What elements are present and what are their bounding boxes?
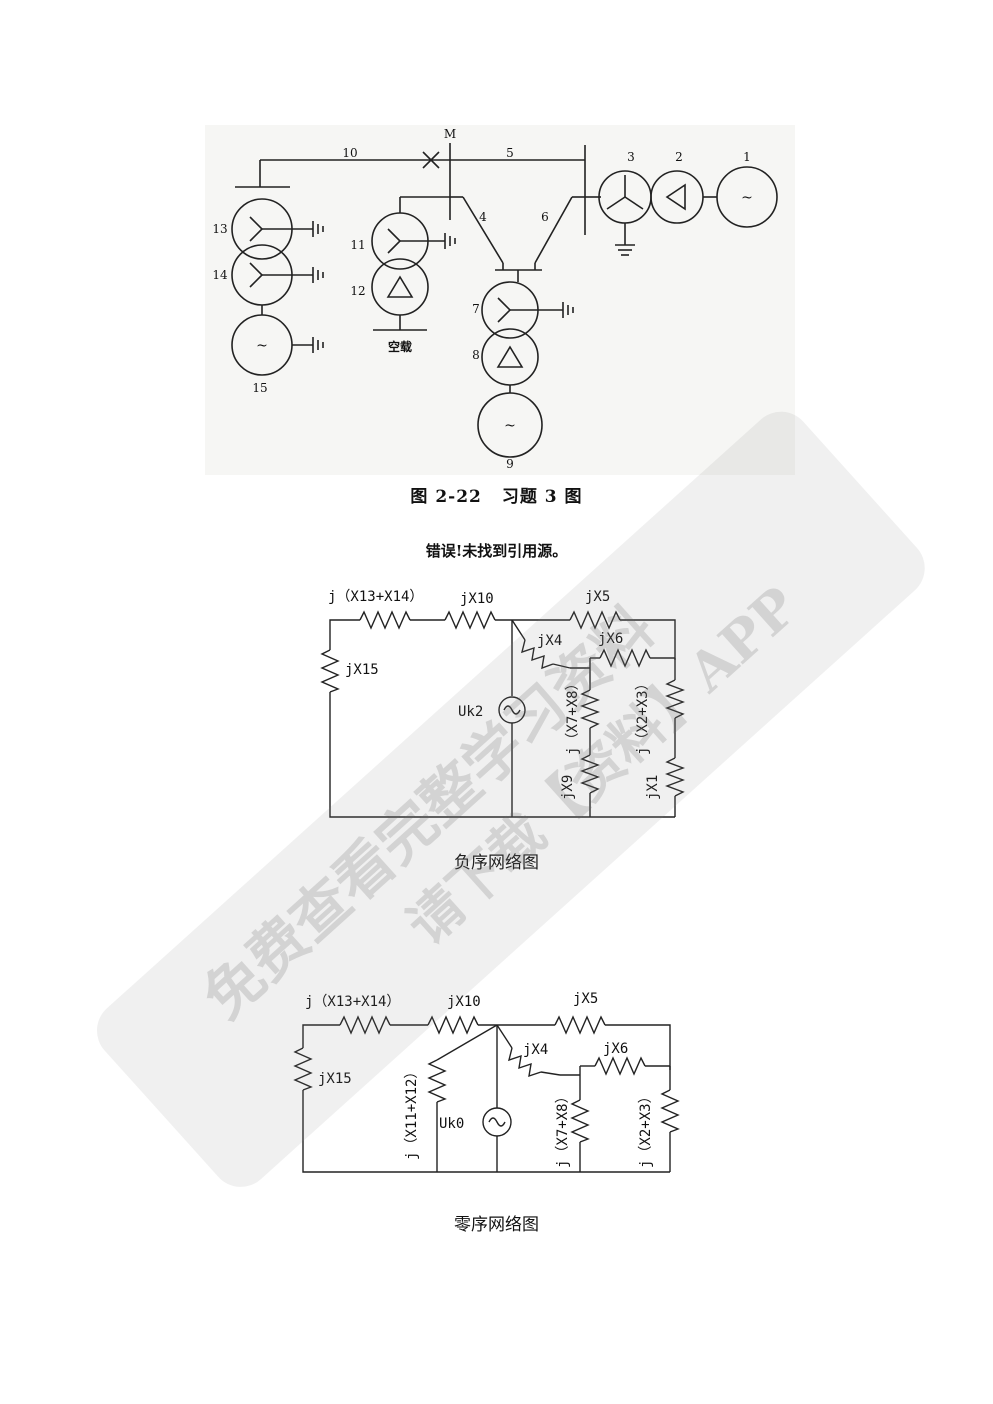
resistor-x7-x8 (570, 1099, 590, 1143)
label-14: 14 (212, 268, 228, 282)
label-m: M (444, 127, 456, 141)
label-jx4: jX4 (537, 633, 562, 649)
label-jx9: jX9 (560, 775, 576, 800)
label-jx4: jX4 (523, 1042, 548, 1058)
label-j-x7-x8: j（X7+X8） (555, 1089, 571, 1168)
tilde-icon: ~ (504, 418, 516, 434)
label-11: 11 (350, 238, 365, 252)
resistor-x6 (594, 1056, 646, 1076)
figure-title: 习题 3 图 (501, 487, 583, 507)
resistor-x9 (580, 754, 600, 794)
resistor-x10 (427, 1015, 479, 1035)
label-jx10: jX10 (447, 994, 481, 1010)
system-diagram-figure: ~ ~ ~ 1 2 3 4 5 6 7 8 9 10 11 12 13 14 1… (205, 125, 795, 475)
label-j-x13-x14: j（X13+X14） (305, 994, 400, 1010)
resistor-x7-x8 (580, 689, 600, 729)
label-5: 5 (506, 146, 514, 160)
resistor-x13-x14 (359, 610, 411, 630)
figure-caption: 图 2-22 习题 3 图 (0, 482, 993, 507)
figure-number: 图 2-22 (410, 487, 482, 507)
label-no-load: 空载 (388, 339, 412, 354)
label-jx6: jX6 (603, 1041, 628, 1057)
resistor-x2-x3 (660, 1089, 680, 1133)
label-15: 15 (252, 381, 267, 395)
label-jx5: jX5 (573, 991, 598, 1007)
label-13: 13 (212, 222, 227, 236)
negative-network-caption: 负序网络图 (454, 853, 539, 873)
label-7: 7 (472, 302, 480, 316)
label-jx6: jX6 (598, 631, 623, 647)
line-4 (462, 196, 504, 264)
generator-1 (716, 166, 778, 228)
system-one-line-diagram: ~ ~ ~ 1 2 3 4 5 6 7 8 9 10 11 12 13 14 1… (212, 127, 778, 471)
label-uk0: Uk0 (439, 1116, 464, 1132)
label-6: 6 (541, 210, 549, 224)
resistor-x4 (521, 639, 554, 670)
resistor-x13-x14 (339, 1015, 391, 1035)
label-10: 10 (342, 146, 357, 160)
resistor-x6 (599, 648, 651, 668)
label-uk2: Uk2 (458, 704, 483, 720)
resistor-x5 (554, 1015, 606, 1035)
label-j-x2-x3: j（X2+X3） (635, 676, 651, 755)
tilde-icon (503, 705, 521, 715)
resistor-x15 (293, 1047, 313, 1091)
label-jx5: jX5 (585, 589, 610, 605)
label-12: 12 (350, 284, 365, 298)
label-jx10: jX10 (460, 591, 494, 607)
resistor-x5 (569, 610, 621, 630)
error-reference-text: 错误!未找到引用源。 (425, 542, 568, 560)
label-j-x11-x12: j（X11+X12） (404, 1065, 420, 1160)
resistor-x2-x3 (665, 679, 685, 719)
label-j-x13-x14: j（X13+X14） (328, 589, 423, 605)
label-1: 1 (743, 150, 751, 164)
resistor-x10 (444, 610, 496, 630)
label-j-x2-x3: j（X2+X3） (638, 1089, 654, 1168)
resistor-x11-x12 (427, 1059, 447, 1103)
label-2: 2 (675, 150, 683, 164)
tilde-icon: ~ (741, 190, 753, 206)
tilde-icon (488, 1117, 506, 1127)
tilde-icon: ~ (256, 338, 268, 354)
label-3: 3 (627, 150, 635, 164)
resistor-x1 (665, 757, 685, 797)
line-6 (534, 196, 573, 264)
resistor-x4 (508, 1047, 542, 1078)
zero-network-caption: 零序网络图 (454, 1215, 539, 1235)
resistor-x15 (320, 649, 340, 693)
label-jx15: jX15 (318, 1071, 352, 1087)
generator-9 (477, 392, 543, 458)
label-jx15: jX15 (345, 662, 379, 678)
label-jx1: jX1 (645, 775, 661, 800)
label-4: 4 (479, 210, 487, 224)
label-j-x7-x8: j（X7+X8） (565, 676, 581, 755)
label-8: 8 (472, 348, 480, 362)
label-9: 9 (506, 457, 514, 471)
